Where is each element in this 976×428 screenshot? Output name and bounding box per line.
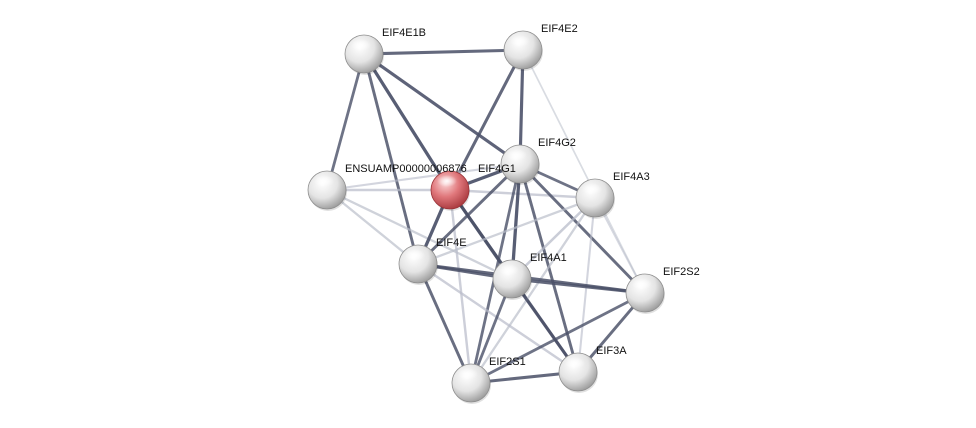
node-label-eif4e1b: EIF4E1B [382,27,426,39]
edge-ensuamp-eif4e [325,188,420,266]
node-highlight [351,39,371,51]
node-label-eif4e: EIF4E [436,237,467,249]
edge-ensuamp-eif4a1 [325,188,514,281]
edge-eif4a3-eif4e [416,196,597,266]
node-eif3a[interactable] [558,352,598,393]
node-highlight [510,35,530,47]
node-label-eif2s1: EIF2S1 [489,356,526,368]
edge-eif4g1-eif4a3 [448,188,597,200]
edge-eif4e1b-eif4g1 [362,52,452,192]
edge-eif4e1b-ensuamp [325,52,366,192]
edge-eif4e1b-eif4e2 [362,48,525,56]
node-eif4g2[interactable] [500,144,540,185]
node-eif4e2[interactable] [503,30,543,71]
node-highlight [582,183,602,195]
node-label-eif4a3: EIF4A3 [613,171,650,183]
edge-eif2s2-eif2s1 [469,291,647,385]
node-eif4g1[interactable] [430,170,470,211]
node-label-eif4g1: EIF4G1 [478,163,516,175]
node-label-eif3a: EIF3A [596,345,627,357]
node-label-eif4e2: EIF4E2 [541,23,578,35]
node-label-ensuamp: ENSUAMP00000006876 [345,163,467,175]
node-highlight [405,249,425,261]
node-eif4e1b[interactable] [344,34,384,75]
node-highlight [437,175,457,187]
edge-eif4g1-eif2s1 [448,188,473,385]
edge-eif4e1b-eif4g2 [362,52,522,166]
node-eif2s1[interactable] [451,363,491,404]
node-ensuamp[interactable] [307,170,347,211]
node-eif2s2[interactable] [625,273,665,314]
node-highlight [565,357,585,369]
edge-ensuamp-eif4g2 [325,162,522,192]
edge-eif4g2-eif4e [416,162,522,266]
edge-eif4a1-eif2s2 [510,277,647,295]
edge-eif4a3-eif2s1 [469,196,597,385]
node-eif4a3[interactable] [575,178,615,219]
node-highlight [632,278,652,290]
node-highlight [314,175,334,187]
node-highlight [499,264,519,276]
node-eif4e[interactable] [398,244,438,285]
edge-eif4e2-eif4g1 [448,48,525,192]
node-label-eif4a1: EIF4A1 [530,252,567,264]
edge-eif4e-eif2s1 [416,262,473,385]
node-highlight [507,149,527,161]
node-label-eif4g2: EIF4G2 [538,137,576,149]
node-eif4a1[interactable] [492,259,532,300]
node-label-eif2s2: EIF2S2 [663,266,700,278]
edge-eif4g2-eif2s2 [518,162,647,295]
node-highlight [458,368,478,380]
nodes-layer [307,30,665,404]
